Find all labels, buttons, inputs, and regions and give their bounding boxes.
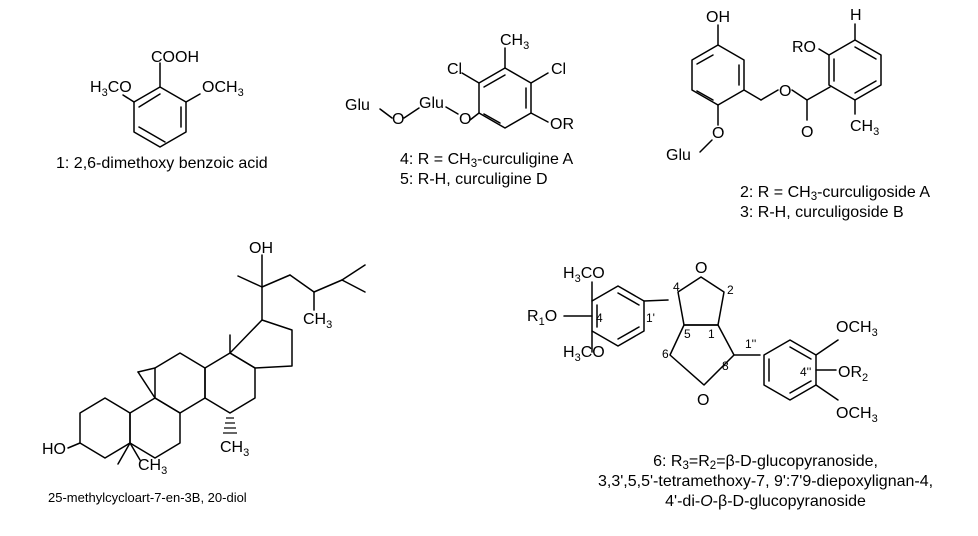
compound-4-5-ring (478, 67, 532, 129)
compound-1-structure: COOH H3CO OCH3 (90, 49, 244, 148)
sterol-c4-ch3-label: CH3 (138, 457, 167, 477)
compound-6-bottom-methoxy-label: H3CO (563, 344, 605, 364)
compound-4-5-or-label: OR (550, 116, 574, 133)
compound-4-5-ch3-label: CH3 (500, 32, 529, 52)
compound-2-3-left-ring (691, 44, 745, 106)
compound-6-bottom-o-label: O (697, 392, 709, 409)
compound-1-ring (133, 86, 187, 148)
compound-6-num-8: 8 (722, 359, 729, 373)
compound-4-5-cl-right-label: Cl (551, 61, 566, 78)
compound-6-right-bottom-methoxy-label: OCH3 (836, 405, 878, 425)
compound-6-right-top-methoxy-label: OCH3 (836, 319, 878, 339)
compound-6-num-2: 2 (727, 283, 734, 297)
compound-4-5-glu2-label: Glu (419, 95, 444, 112)
sterol-side-ch3-label: CH3 (303, 311, 332, 331)
sterol-ring-b (129, 397, 181, 459)
compound-6-caption: 6: R3=R2=β-D-glucopyranoside, 3,3',5,5'-… (598, 452, 933, 512)
compound-6-num-1p: 1' (646, 311, 655, 325)
sterol-ring-d (229, 319, 293, 369)
compound-4-caption-line: 4: R = CH3-curculigine A (400, 151, 574, 170)
compound-6-caption-line-1: 6: R3=R2=β-D-glucopyranoside, (653, 453, 878, 472)
compound-4-5-o1-label: O (392, 111, 404, 128)
compound-2-3-carbonyl-o-label: O (801, 124, 813, 141)
compound-6-num-1pp: 1'' (745, 337, 756, 351)
sterol-ring-c (154, 352, 206, 414)
compound-6-r1o-label: R1O (527, 308, 557, 328)
sterol-ho-label: HO (42, 441, 66, 458)
sterol-c14-ch3-label: CH3 (220, 439, 249, 459)
compound-6-num-4-ring: 4 (596, 311, 603, 325)
compound-2-3-ch3-label: CH3 (850, 118, 879, 138)
sterol-oh-label: OH (249, 240, 273, 257)
compound-2-3-glu-label: Glu (666, 147, 691, 164)
compound-2-3-caption: 2: R = CH3-curculigoside A 3: R-H, curcu… (740, 183, 930, 223)
compound-6-num-6: 6 (662, 347, 669, 361)
compound-6-num-4: 4 (673, 280, 680, 294)
compound-6-caption-line-3: 4'-di-O-β-D-glucopyranoside (665, 493, 866, 510)
compound-2-3-oh-label: OH (706, 9, 730, 26)
compound-1-right-methoxy-label: OCH3 (202, 79, 244, 99)
sterol-structure: OH CH3 CH3 HO CH3 (42, 240, 366, 477)
compound-6-num-5: 5 (684, 327, 691, 341)
sterol-ring-c2 (204, 352, 256, 414)
compound-4-5-caption: 4: R = CH3-curculigine A 5: R-H, curculi… (400, 150, 573, 190)
compound-6-num-1: 1 (708, 327, 715, 341)
compound-2-3-right-ring (828, 39, 882, 101)
compound-2-caption-line: 2: R = CH3-curculigoside A (740, 184, 931, 203)
compound-6-or2-label: OR2 (838, 364, 868, 384)
compound-4-5-cl-left-label: Cl (447, 61, 462, 78)
compound-2-3-structure: OH RO H O O Glu O CH3 (666, 7, 882, 164)
compound-4-5-structure: CH3 Cl Cl Glu O Glu O OR (345, 32, 574, 133)
compound-6-top-furan (677, 276, 725, 326)
sterol-ring-a (79, 397, 131, 459)
compound-5-caption-line: 5: R-H, curculigine D (400, 171, 548, 188)
compound-3-caption-line: 3: R-H, curculigoside B (740, 204, 904, 221)
compound-1-left-methoxy-label: H3CO (90, 79, 132, 99)
compound-6-bottom-furan (669, 324, 735, 386)
compound-2-3-ether-o-label: O (779, 83, 791, 100)
compound-1-cooh-label: COOH (151, 49, 199, 66)
compound-6-num-4pp: 4'' (800, 365, 811, 379)
compound-2-3-h-label: H (850, 7, 862, 24)
compound-4-5-o2-label: O (459, 111, 471, 128)
compound-4-5-glu1-label: Glu (345, 97, 370, 114)
compound-6-caption-line-2: 3,3',5,5'-tetramethoxy-7, 9':7'9-diepoxy… (598, 473, 934, 490)
compound-6-structure: H3CO R1O H3CO 4 1' 4 O 2 5 1 6 8 O 1'' 4… (527, 260, 878, 425)
compound-2-3-ro-label: RO (792, 39, 816, 56)
compound-6-top-methoxy-label: H3CO (563, 265, 605, 285)
compound-2-3-aryl-o-label: O (712, 125, 724, 142)
compound-6-top-o-label: O (695, 260, 707, 277)
compound-1-caption: 1: 2,6-dimethoxy benzoic acid (56, 155, 268, 172)
sterol-caption: 25-methylcycloart-7-en-3B, 20-diol (48, 490, 247, 505)
sterol-hashed-bond (223, 417, 237, 434)
